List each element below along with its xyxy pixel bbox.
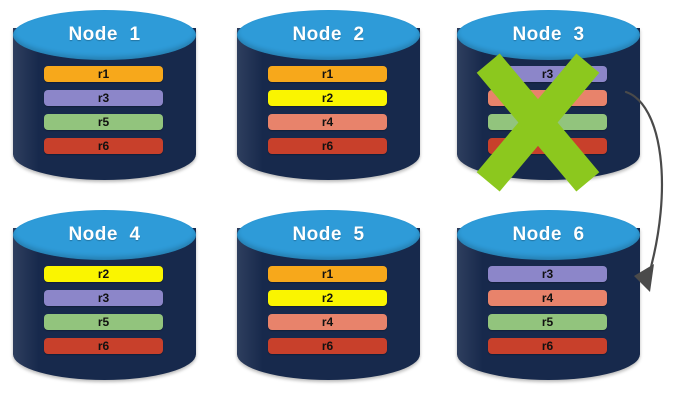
failover-arrow-head — [634, 264, 654, 292]
node-2[interactable]: Node 2 r1 r2 r4 r6 — [237, 10, 420, 186]
node-1-cylinder-top — [13, 10, 196, 60]
node-5-replica-list: r1 r2 r4 r6 — [268, 266, 387, 362]
node-3-replica-list: r3 r4 r5 r6 — [488, 66, 607, 162]
node-1-replica-0[interactable]: r1 — [44, 66, 163, 82]
node-6-replica-list: r3 r4 r5 r6 — [488, 266, 607, 362]
node-4-cylinder-top — [13, 210, 196, 260]
node-6-replica-0[interactable]: r3 — [488, 266, 607, 282]
node-1-replica-1[interactable]: r3 — [44, 90, 163, 106]
node-5-replica-2[interactable]: r4 — [268, 314, 387, 330]
failover-arrow-path — [624, 90, 663, 280]
node-3-replica-3[interactable]: r6 — [488, 138, 607, 154]
node-1-replica-3[interactable]: r6 — [44, 138, 163, 154]
node-5[interactable]: Node 5 r1 r2 r4 r6 — [237, 210, 420, 386]
node-5-replica-1[interactable]: r2 — [268, 290, 387, 306]
node-4-replica-2[interactable]: r5 — [44, 314, 163, 330]
node-5-cylinder-top — [237, 210, 420, 260]
node-2-cylinder-top — [237, 10, 420, 60]
node-6-cylinder-top — [457, 210, 640, 260]
node-6-replica-2[interactable]: r5 — [488, 314, 607, 330]
node-5-replica-3[interactable]: r6 — [268, 338, 387, 354]
node-6-replica-3[interactable]: r6 — [488, 338, 607, 354]
node-2-replica-2[interactable]: r4 — [268, 114, 387, 130]
node-2-replica-1[interactable]: r2 — [268, 90, 387, 106]
node-6-label: Node 6 — [512, 224, 585, 245]
node-4[interactable]: Node 4 r2 r3 r5 r6 — [13, 210, 196, 386]
node-1-replica-list: r1 r3 r5 r6 — [44, 66, 163, 162]
node-1-label: Node 1 — [68, 24, 141, 45]
node-2-replica-0[interactable]: r1 — [268, 66, 387, 82]
node-4-replica-0[interactable]: r2 — [44, 266, 163, 282]
node-4-replica-3[interactable]: r6 — [44, 338, 163, 354]
node-1-replica-2[interactable]: r5 — [44, 114, 163, 130]
node-2-replica-3[interactable]: r6 — [268, 138, 387, 154]
node-1[interactable]: Node 1 r1 r3 r5 r6 — [13, 10, 196, 186]
node-2-replica-list: r1 r2 r4 r6 — [268, 66, 387, 162]
node-4-replica-1[interactable]: r3 — [44, 290, 163, 306]
node-5-label: Node 5 — [292, 224, 365, 245]
node-3-cylinder-top — [457, 10, 640, 60]
node-6-replica-1[interactable]: r4 — [488, 290, 607, 306]
node-4-label: Node 4 — [68, 224, 141, 245]
node-5-replica-0[interactable]: r1 — [268, 266, 387, 282]
failover-arrow-icon — [624, 90, 663, 292]
node-4-replica-list: r2 r3 r5 r6 — [44, 266, 163, 362]
node-3-replica-1[interactable]: r4 — [488, 90, 607, 106]
node-3-replica-2[interactable]: r5 — [488, 114, 607, 130]
node-3-replica-0[interactable]: r3 — [488, 66, 607, 82]
node-2-label: Node 2 — [292, 24, 365, 45]
node-3-label: Node 3 — [512, 24, 585, 45]
